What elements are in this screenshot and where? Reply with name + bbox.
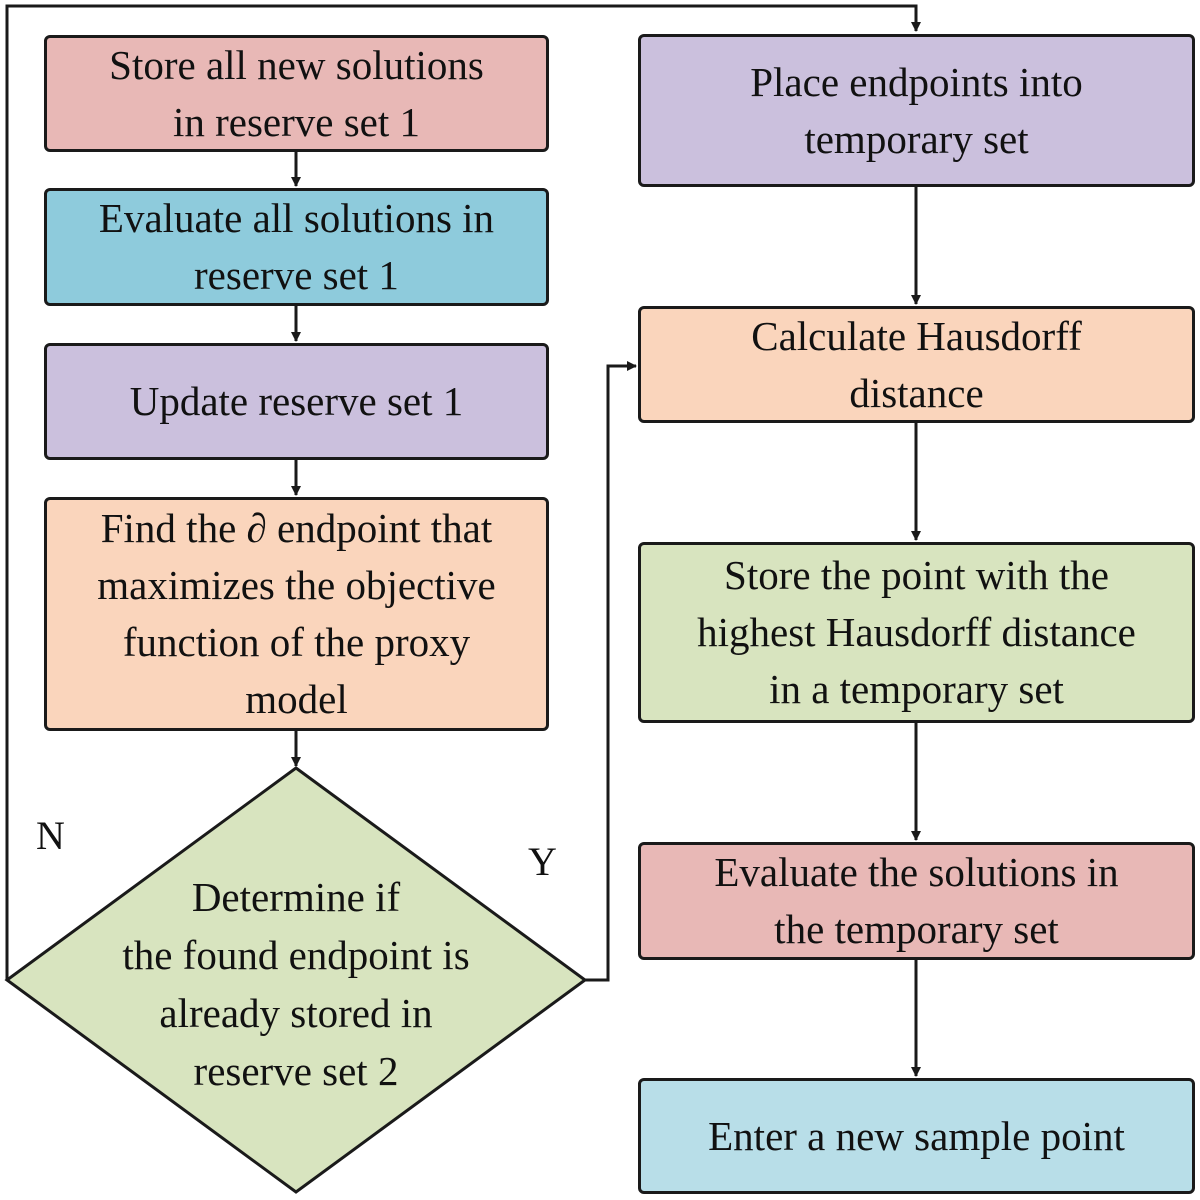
- decision-text: Determine if the found endpoint is alrea…: [122, 874, 470, 1094]
- box-store-new-solutions: Store all new solutions in reserve set 1: [44, 35, 549, 152]
- box-update-reserve-set: Update reserve set 1: [44, 343, 549, 460]
- box-place-endpoints: Place endpoints into temporary set: [638, 34, 1195, 187]
- arrow-no-loop: [5, 4, 921, 980]
- label-yes: Y: [528, 839, 557, 884]
- arrow-yes-branch: [585, 361, 637, 982]
- box-find-endpoint: Find the ∂ endpoint that maximizes the o…: [44, 497, 549, 731]
- label-no: N: [36, 813, 65, 858]
- decision-diamond: [4, 766, 588, 1194]
- box-evaluate-all-solutions: Evaluate all solutions in reserve set 1: [44, 188, 549, 306]
- box-calculate-hausdorff: Calculate Hausdorff distance: [638, 306, 1195, 423]
- box-enter-sample-point: Enter a new sample point: [638, 1078, 1195, 1194]
- box-evaluate-temporary-set: Evaluate the solutions in the temporary …: [638, 842, 1195, 960]
- box-store-highest-point: Store the point with the highest Hausdor…: [638, 542, 1195, 723]
